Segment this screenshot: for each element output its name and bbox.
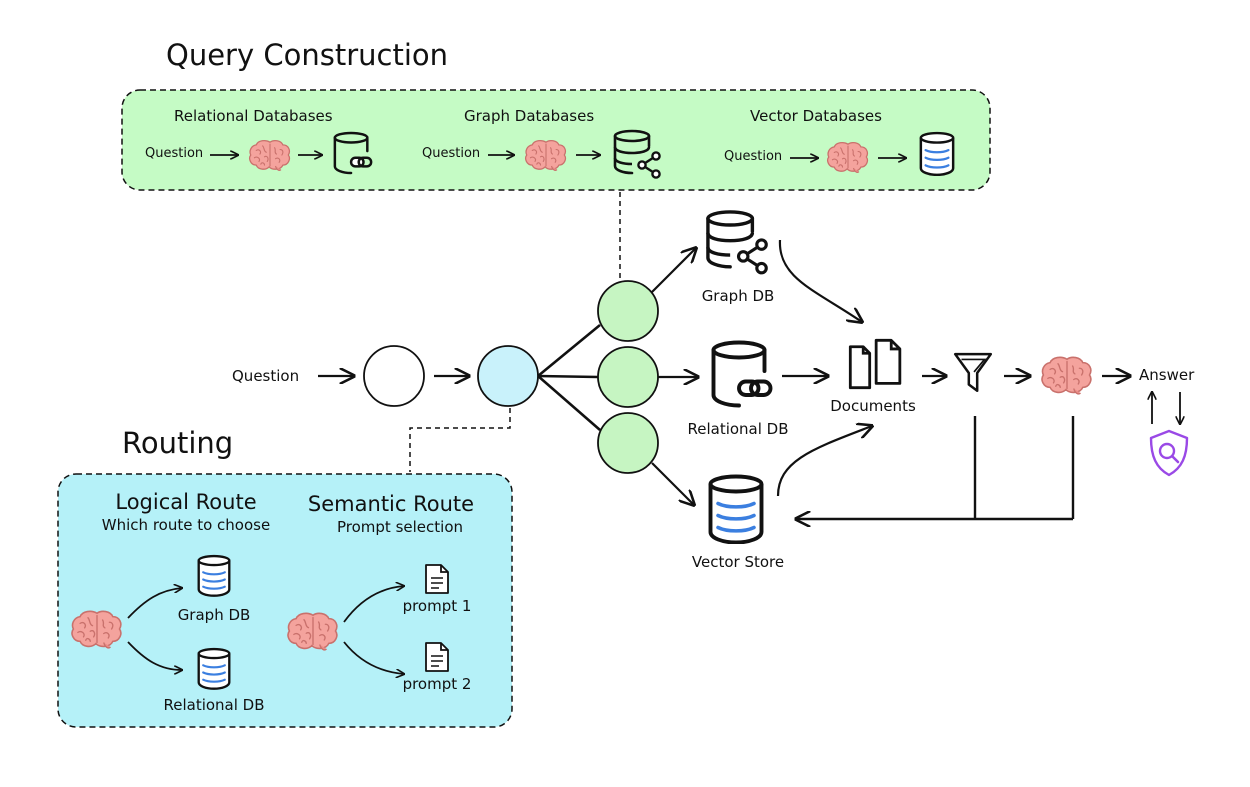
arrow-graph-to-documents	[778, 239, 862, 322]
arrow-semantic-to-prompt-1	[343, 586, 404, 623]
query-construction-box	[121, 89, 991, 191]
relational-db-label: Relational DB	[687, 420, 789, 438]
logical-route-title: Logical Route	[115, 490, 257, 514]
router-node	[477, 345, 539, 407]
arrow-to-graph-db	[651, 248, 696, 293]
question-label: Question	[232, 367, 300, 385]
documents-label: Documents	[830, 397, 916, 415]
query-construction-panel	[121, 89, 991, 191]
arrow-logical-to-graph-db	[127, 588, 182, 619]
arrow-logical-to-relational-db	[127, 641, 182, 670]
semantic-target-prompt-2: prompt 2	[402, 675, 472, 693]
relational-question-label: Question	[145, 146, 204, 161]
arrow-semantic-to-prompt-2	[343, 641, 404, 674]
graph-db-icon	[197, 554, 231, 597]
relational-databases-label: Relational Databases	[174, 107, 333, 125]
semantic-route-title: Semantic Route	[307, 492, 475, 516]
routing-box	[57, 473, 513, 728]
vector-store-icon	[708, 474, 764, 544]
graph-db-label: Graph DB	[701, 287, 775, 305]
route-line-vector	[537, 375, 601, 431]
prompt-document-icon	[425, 564, 449, 594]
routing-connector	[409, 408, 511, 472]
documents-icon	[848, 338, 902, 390]
routing-title: Routing	[122, 426, 234, 460]
query-construction-title: Query Construction	[166, 38, 448, 72]
relational-db-icon	[714, 343, 771, 406]
graph-question-label: Question	[422, 146, 481, 161]
vector-route-node	[597, 412, 659, 474]
vector-store-label: Vector Store	[691, 553, 785, 571]
vector-database-icon	[919, 131, 955, 176]
vector-databases-label: Vector Databases	[750, 107, 882, 125]
route-line-graph	[537, 323, 601, 378]
main-flow	[318, 210, 1189, 544]
relational-db-icon	[197, 647, 231, 690]
question-node	[363, 345, 425, 407]
arrow-vector-to-documents	[776, 426, 872, 497]
shield-search-icon	[1149, 429, 1189, 477]
answer-label: Answer	[1139, 366, 1195, 384]
graph-db-icon	[706, 210, 768, 275]
route-line-relational	[537, 374, 599, 379]
logical-target-relational-db: Relational DB	[163, 696, 265, 714]
semantic-route-subtitle: Prompt selection	[337, 518, 463, 536]
arrow-to-vector-store	[651, 462, 694, 505]
semantic-target-prompt-1: prompt 1	[402, 597, 472, 615]
logical-target-graph-db: Graph DB	[177, 606, 251, 624]
filter-icon	[953, 352, 993, 393]
prompt-document-icon	[425, 642, 449, 672]
relational-route-node	[597, 346, 659, 408]
routing-panel	[57, 473, 513, 728]
brain-icon	[1041, 356, 1092, 395]
vector-question-label: Question	[724, 149, 783, 164]
graph-route-node	[597, 280, 659, 342]
logical-route-subtitle: Which route to choose	[101, 516, 271, 534]
graph-databases-label: Graph Databases	[464, 107, 595, 125]
